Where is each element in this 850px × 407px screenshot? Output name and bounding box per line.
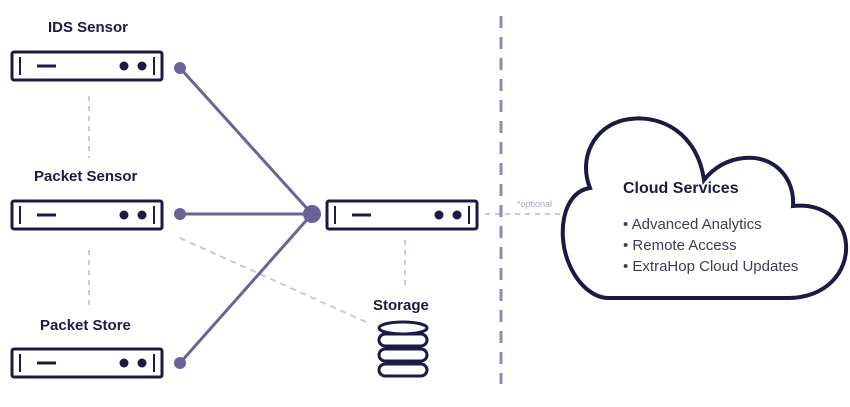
link-packet-store [178,213,314,364]
link-ids-sensor [178,66,314,216]
port-dot-packet-store [174,357,186,369]
port-dot-packet-sensor [174,208,186,220]
cloud-services-list: • Advanced Analytics • Remote Access • E… [623,214,798,277]
cloud-services-title: Cloud Services [623,180,739,197]
packet-sensor-server-icon [10,199,164,231]
storage-label: Storage [373,297,429,314]
central-appliance-server-icon [325,199,479,231]
cloud-icon [560,116,849,300]
cloud-service-item: • Remote Access [623,237,737,254]
port-dot-ids-sensor [174,62,186,74]
storage-database-icon [377,320,429,378]
cloud-service-label: ExtraHop Cloud Updates [632,258,799,275]
ids-sensor-label: IDS Sensor [48,19,129,36]
ids-sensor-server-icon [10,50,164,82]
packet-store-server-icon [10,347,164,379]
dashed-link-packet-sensor-storage [179,237,367,323]
optional-connection-label: *optional [517,199,553,209]
cloud-service-label: Advanced Analytics [631,216,762,233]
packet-store-label: Packet Store [40,317,131,334]
cloud-service-item: • ExtraHop Cloud Updates [623,258,799,275]
packet-sensor-label: Packet Sensor [34,168,138,185]
cloud-service-label: Remote Access [632,237,737,254]
cloud-service-item: • Advanced Analytics [623,216,762,233]
hub-dot [303,205,321,223]
